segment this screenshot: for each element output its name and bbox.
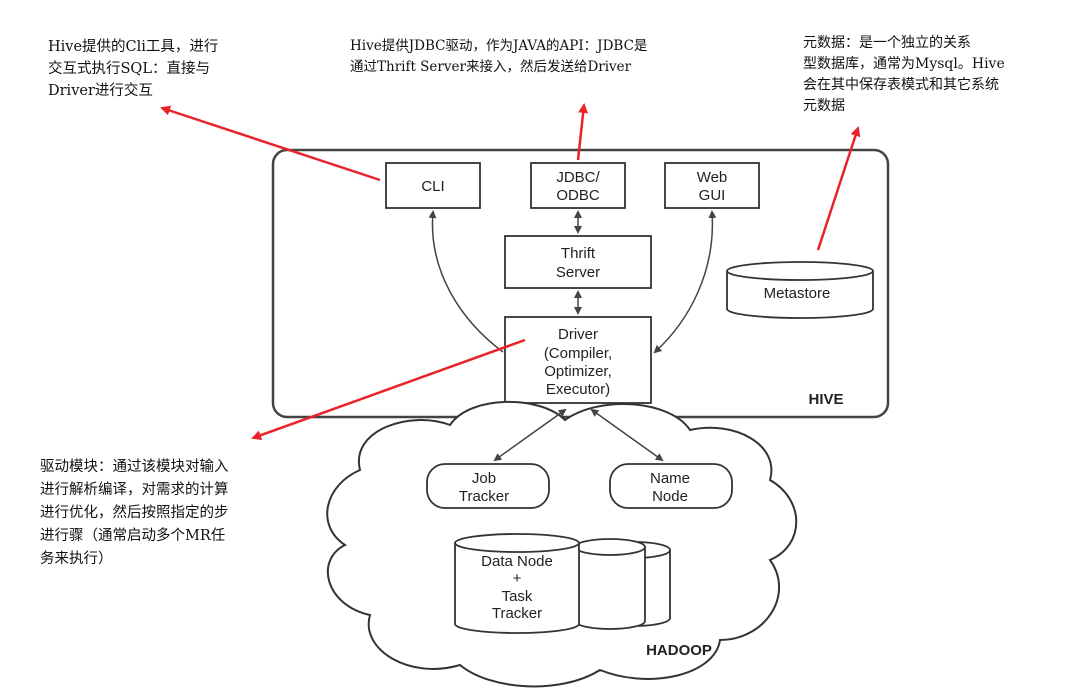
driver-web-connector	[653, 210, 717, 354]
jdbc-note-line: 通过Thrift Server来接入，然后发送给Driver	[350, 59, 632, 75]
metastore-annotation: 元数据：是一个独立的关系 型数据库，通常为Mysql。Hive 会在其中保存表模…	[803, 33, 1005, 117]
driver-label-line1: Driver	[558, 326, 598, 343]
job-tracker-box	[426, 463, 550, 509]
hive-label: HIVE	[808, 391, 843, 408]
jdbc-label-line1: JDBC/	[556, 169, 600, 186]
cli-note-line: Hive提供的Cli工具，进行	[48, 39, 219, 55]
cli-box	[385, 162, 481, 209]
driver-annotation-arrow	[251, 338, 526, 440]
driver-note-line: 驱动模块：通过该模块对输入	[40, 459, 229, 475]
cli-note-line: 交互式执行SQL：直接与	[48, 61, 210, 77]
metastore-note-line: 会在其中保存表模式和其它系统	[803, 77, 999, 93]
data-node-line3: Task	[502, 588, 533, 605]
name-node-box	[609, 463, 733, 509]
driver-note-line: 务来执行）	[40, 551, 113, 567]
metastore-note-line: 元数据	[803, 98, 845, 114]
driver-note-line: 进行优化，然后按照指定的步	[40, 505, 229, 521]
cli-annotation-arrow	[160, 105, 381, 182]
jdbc-note-line: Hive提供JDBC驱动，作为JAVA的API：JDBC是	[350, 38, 648, 54]
data-node-cylinders	[454, 533, 671, 634]
driver-namenode-connector	[590, 408, 664, 462]
driver-note-line: 进行解析编译，对需求的计算	[40, 482, 229, 498]
web-gui-box	[664, 162, 760, 209]
jdbc-odbc-box	[530, 162, 626, 209]
driver-job-connector	[493, 408, 567, 462]
hadoop-label: HADOOP	[646, 642, 712, 659]
driver-box	[504, 316, 652, 404]
metastore-note-line: 型数据库，通常为Mysql。Hive	[803, 56, 1005, 72]
name-node-line2: Node	[652, 488, 688, 505]
web-gui-label-line2: GUI	[699, 187, 726, 204]
metastore-note-line: 元数据：是一个独立的关系	[803, 35, 971, 51]
driver-annotation: 驱动模块：通过该模块对输入 进行解析编译，对需求的计算 进行优化，然后按照指定的…	[40, 456, 229, 571]
cli-label: CLI	[421, 178, 444, 195]
job-tracker-line1: Job	[472, 470, 496, 487]
thrift-label-line2: Server	[556, 264, 600, 281]
cli-note-line: Driver进行交互	[48, 83, 153, 99]
driver-label-line3: Optimizer,	[544, 363, 612, 380]
web-gui-label-line1: Web	[697, 169, 728, 186]
name-node-line1: Name	[650, 470, 690, 487]
metastore-cylinder	[726, 261, 874, 319]
data-node-line4: Tracker	[492, 605, 542, 622]
jdbc-annotation-arrow	[576, 103, 589, 161]
driver-label-line4: Executor)	[546, 381, 610, 398]
metastore-label: Metastore	[764, 285, 831, 302]
data-node-line2: +	[513, 570, 522, 587]
driver-cli-connector	[428, 210, 504, 353]
metastore-annotation-arrow	[816, 126, 861, 251]
thrift-server-box	[504, 235, 652, 289]
job-tracker-line2: Tracker	[459, 488, 509, 505]
driver-label-line2: (Compiler,	[544, 345, 612, 362]
jdbc-label-line2: ODBC	[556, 187, 600, 204]
cli-annotation: Hive提供的Cli工具，进行 交互式执行SQL：直接与 Driver进行交互	[48, 36, 218, 102]
jdbc-annotation: Hive提供JDBC驱动，作为JAVA的API：JDBC是 通过Thrift S…	[350, 36, 647, 78]
data-node-line1: Data Node	[481, 553, 553, 570]
driver-note-line: 进行骤（通常启动多个MR任	[40, 528, 226, 544]
thrift-label-line1: Thrift	[561, 245, 596, 262]
